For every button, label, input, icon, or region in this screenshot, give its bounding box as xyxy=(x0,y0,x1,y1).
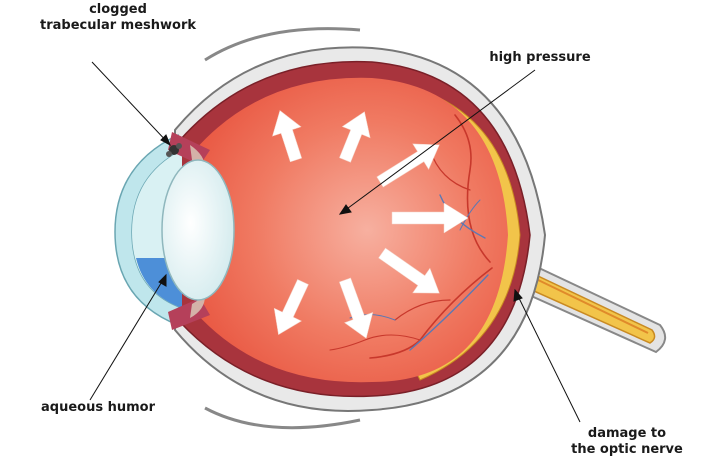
clogged-meshwork-label: clogged trabecular meshwork xyxy=(30,2,206,34)
damage-label-line1: damage to xyxy=(587,426,667,441)
arrow-icon xyxy=(339,111,371,163)
pointer-lines xyxy=(89,61,581,423)
lens xyxy=(161,159,235,301)
arrow-icon xyxy=(378,247,440,294)
aqueous-humor-label: aqueous humor xyxy=(41,400,155,415)
arrow-icon xyxy=(391,202,469,234)
ciliary-body-lower xyxy=(190,296,205,318)
damage-label-line2: the optic nerve xyxy=(571,442,683,457)
upper-outer-arc xyxy=(204,27,361,62)
arrow-icon xyxy=(273,279,309,335)
arrow-icon xyxy=(339,277,374,339)
arrow-icon xyxy=(376,143,440,188)
lower-outer-arc xyxy=(204,406,361,430)
arrow-icon xyxy=(272,110,303,163)
high-pressure-label: high pressure xyxy=(489,50,591,65)
clogged-label-line1: clogged xyxy=(89,2,147,17)
pressure-arrows xyxy=(272,110,469,339)
optic-nerve-damage-label: damage to the optic nerve xyxy=(552,426,702,458)
clogged-label-line2: trabecular meshwork xyxy=(40,18,196,33)
retinal-vessels xyxy=(329,114,493,359)
